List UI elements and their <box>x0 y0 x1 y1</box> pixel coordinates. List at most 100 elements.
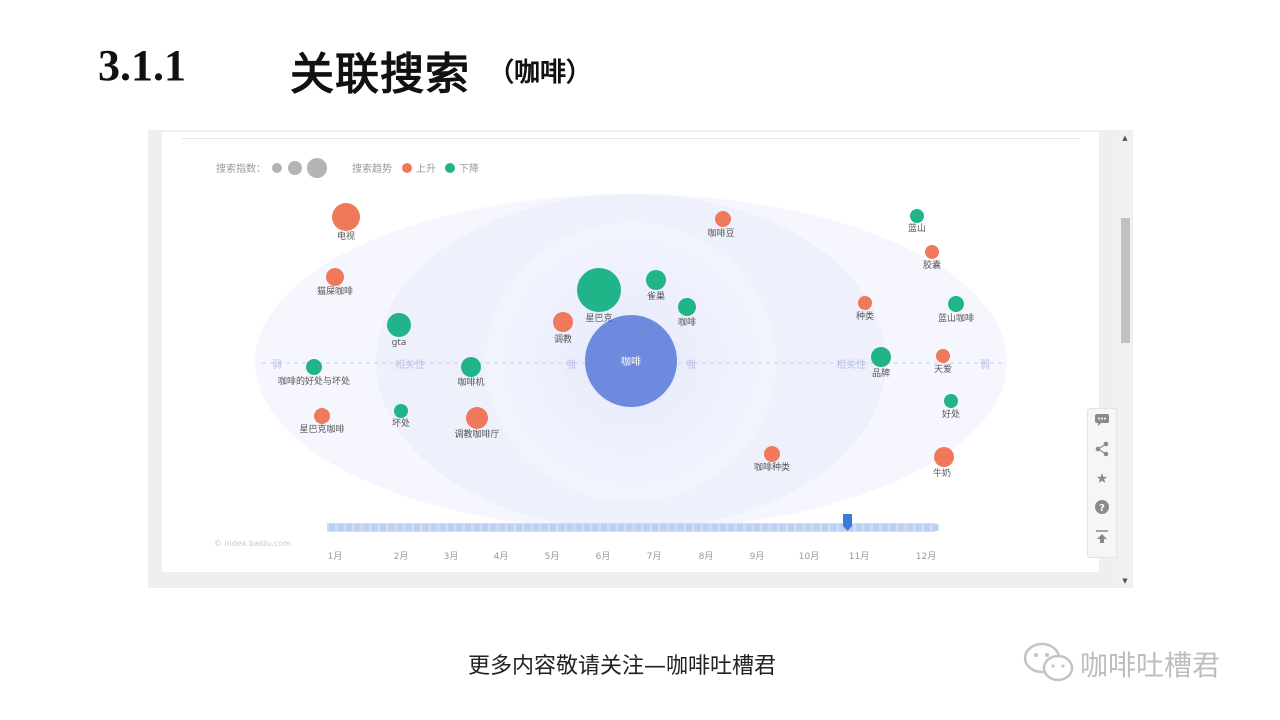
term-bubble[interactable] <box>934 447 954 467</box>
timeline-tick <box>839 524 845 531</box>
timeline-tick <box>720 524 726 531</box>
term-label: 星巴克咖啡 <box>299 423 344 435</box>
timeline-tick <box>490 524 497 531</box>
timeline-tick <box>737 524 743 531</box>
wechat-logo-icon <box>1023 642 1074 682</box>
scrollbar-thumb[interactable] <box>1121 218 1130 343</box>
timeline-tick <box>881 524 888 531</box>
legend-index-label: 搜索指数： <box>216 164 266 175</box>
term-bubble[interactable] <box>764 446 780 462</box>
timeline-tick <box>541 524 548 531</box>
term-bubble[interactable] <box>871 347 891 367</box>
timeline-tick <box>550 524 556 531</box>
term-bubble[interactable] <box>394 404 408 418</box>
timeline-month-label[interactable]: 2月 <box>394 551 409 562</box>
axis-weak-left: 弱 <box>272 360 282 371</box>
share-icon[interactable] <box>1092 441 1112 461</box>
timeline-month-label[interactable]: 7月 <box>647 551 662 562</box>
term-bubble[interactable] <box>306 359 322 375</box>
term-label: 胶囊 <box>923 259 941 271</box>
footer-note: 更多内容敬请关注—咖啡吐槽君 <box>468 654 777 679</box>
timeline-month-label[interactable]: 8月 <box>699 551 714 562</box>
term-bubble[interactable] <box>461 357 481 377</box>
timeline-month-label[interactable]: 1月 <box>328 551 343 562</box>
term-bubbles: 咖啡电视猫屎咖啡gta咖啡的好处与坏处星巴克咖啡坏处咖啡机调教咖啡厅调教星巴克雀… <box>278 203 974 479</box>
timeline-tick <box>524 524 531 531</box>
term-bubble[interactable] <box>646 270 666 290</box>
term-bubble[interactable] <box>936 349 950 363</box>
term-bubble[interactable] <box>948 296 964 312</box>
help-icon[interactable]: ? <box>1092 499 1112 519</box>
term-label: 雀巢 <box>647 290 665 302</box>
timeline-tick <box>694 524 701 531</box>
term-bubble[interactable] <box>553 312 573 332</box>
timeline-tick <box>465 524 471 531</box>
legend-trend-label: 搜索趋势 <box>352 164 392 175</box>
timeline-month-label[interactable]: 10月 <box>799 551 819 562</box>
term-label: 天爱 <box>934 364 952 375</box>
timeline-tick <box>609 524 616 531</box>
term-bubble[interactable] <box>944 394 958 408</box>
timeline-tick <box>626 524 633 531</box>
timeline-month-label[interactable]: 4月 <box>494 551 509 562</box>
timeline-tick <box>864 524 871 531</box>
timeline-tick <box>371 524 378 531</box>
term-label: gta <box>392 338 407 348</box>
term-label: 咖啡豆 <box>707 227 734 239</box>
term-bubble[interactable] <box>715 211 731 227</box>
term-bubble[interactable] <box>577 268 621 312</box>
timeline-tick <box>584 524 590 531</box>
axis-weak-right: 弱 <box>980 360 990 371</box>
timeline-tick <box>635 524 641 531</box>
term-bubble[interactable] <box>387 313 411 337</box>
term-bubble[interactable] <box>326 268 344 286</box>
axis-strong-left: 强 <box>566 360 576 371</box>
timeline-tick <box>397 524 403 531</box>
timeline-tick <box>507 524 514 531</box>
index-dot-small <box>272 163 282 173</box>
timeline-tick <box>567 524 573 531</box>
section-number: 3.1.1 <box>98 41 186 90</box>
timeline-tick <box>924 524 930 531</box>
term-label: 电视 <box>337 230 355 242</box>
timeline-month-label[interactable]: 9月 <box>750 551 765 562</box>
timeline-tick <box>660 524 667 531</box>
timeline-month-label[interactable]: 3月 <box>444 551 459 562</box>
brand-name: 咖啡吐槽君 <box>1080 649 1221 682</box>
timeline-tick <box>830 524 837 531</box>
term-bubble[interactable] <box>678 298 696 316</box>
term-bubble[interactable] <box>925 245 939 259</box>
timeline-tick <box>771 524 777 531</box>
index-dot-medium <box>288 161 302 175</box>
term-bubble[interactable] <box>332 203 360 231</box>
term-bubble[interactable] <box>858 296 872 310</box>
term-bubble[interactable] <box>466 407 488 429</box>
term-bubble[interactable] <box>314 408 330 424</box>
timeline-tick <box>856 524 862 531</box>
timeline-tick <box>907 524 913 531</box>
timeline-tick <box>329 524 335 531</box>
scroll-up-icon[interactable]: ▲ <box>1122 134 1128 142</box>
back-to-top-icon[interactable] <box>1092 529 1112 549</box>
timeline-tick <box>422 524 429 531</box>
timeline-tick <box>728 524 735 531</box>
timeline-month-label[interactable]: 11月 <box>849 551 869 562</box>
timeline-tick <box>414 524 420 531</box>
term-label: 猫屎咖啡 <box>317 285 353 297</box>
timeline-month-label[interactable]: 5月 <box>545 551 560 562</box>
center-term-bubble[interactable] <box>585 315 677 407</box>
comment-icon[interactable] <box>1092 413 1112 433</box>
term-bubble[interactable] <box>910 209 924 223</box>
star-icon[interactable]: ★ <box>1095 471 1109 487</box>
timeline-month-label[interactable]: 6月 <box>596 551 611 562</box>
term-label: 咖啡的好处与坏处 <box>278 375 350 387</box>
slide-subtitle: （咖啡） <box>488 58 593 88</box>
timeline-tick <box>363 524 369 531</box>
timeline-month-label[interactable]: 12月 <box>916 551 936 562</box>
timeline-tick <box>652 524 658 531</box>
trend-up-dot <box>402 163 412 173</box>
timeline-tick <box>601 524 607 531</box>
scroll-down-icon[interactable]: ▼ <box>1122 577 1128 585</box>
term-label: 蓝山 <box>908 222 926 234</box>
